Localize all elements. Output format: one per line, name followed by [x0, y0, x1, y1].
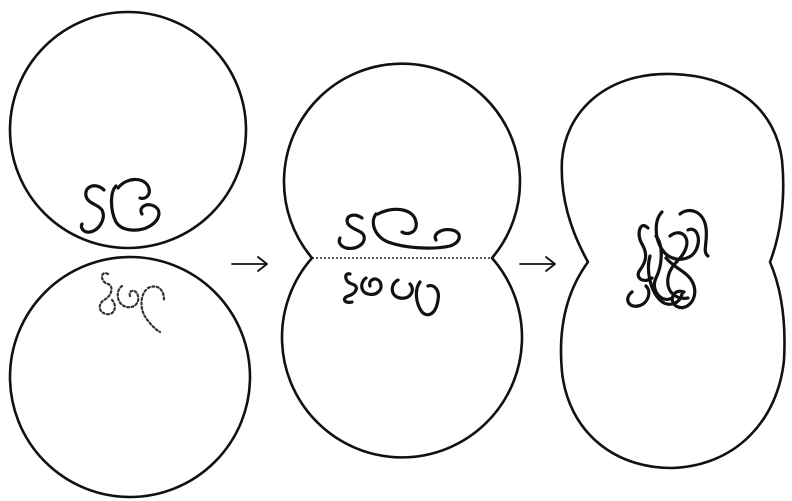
upper-particle — [10, 12, 246, 248]
stage-2-contact — [282, 64, 522, 458]
stage-1-separate-particles — [10, 12, 250, 497]
arrow-1 — [232, 257, 267, 271]
contacted-particles-outline — [282, 64, 522, 458]
coalesced-particle-outline — [561, 74, 784, 468]
polymer-chain-upper-tail — [118, 179, 149, 198]
polymer-chain-upper-tail — [378, 209, 416, 233]
arrow-2 — [520, 257, 555, 271]
polymer-chain-upper — [81, 186, 158, 232]
polymer-chain-lower-dotted — [100, 273, 164, 332]
polymer-chain-upper — [339, 214, 459, 248]
polymer-chain-entangled-2 — [648, 233, 694, 308]
polymer-chain-lower — [345, 274, 439, 315]
stage-3-coalesced — [561, 74, 784, 468]
